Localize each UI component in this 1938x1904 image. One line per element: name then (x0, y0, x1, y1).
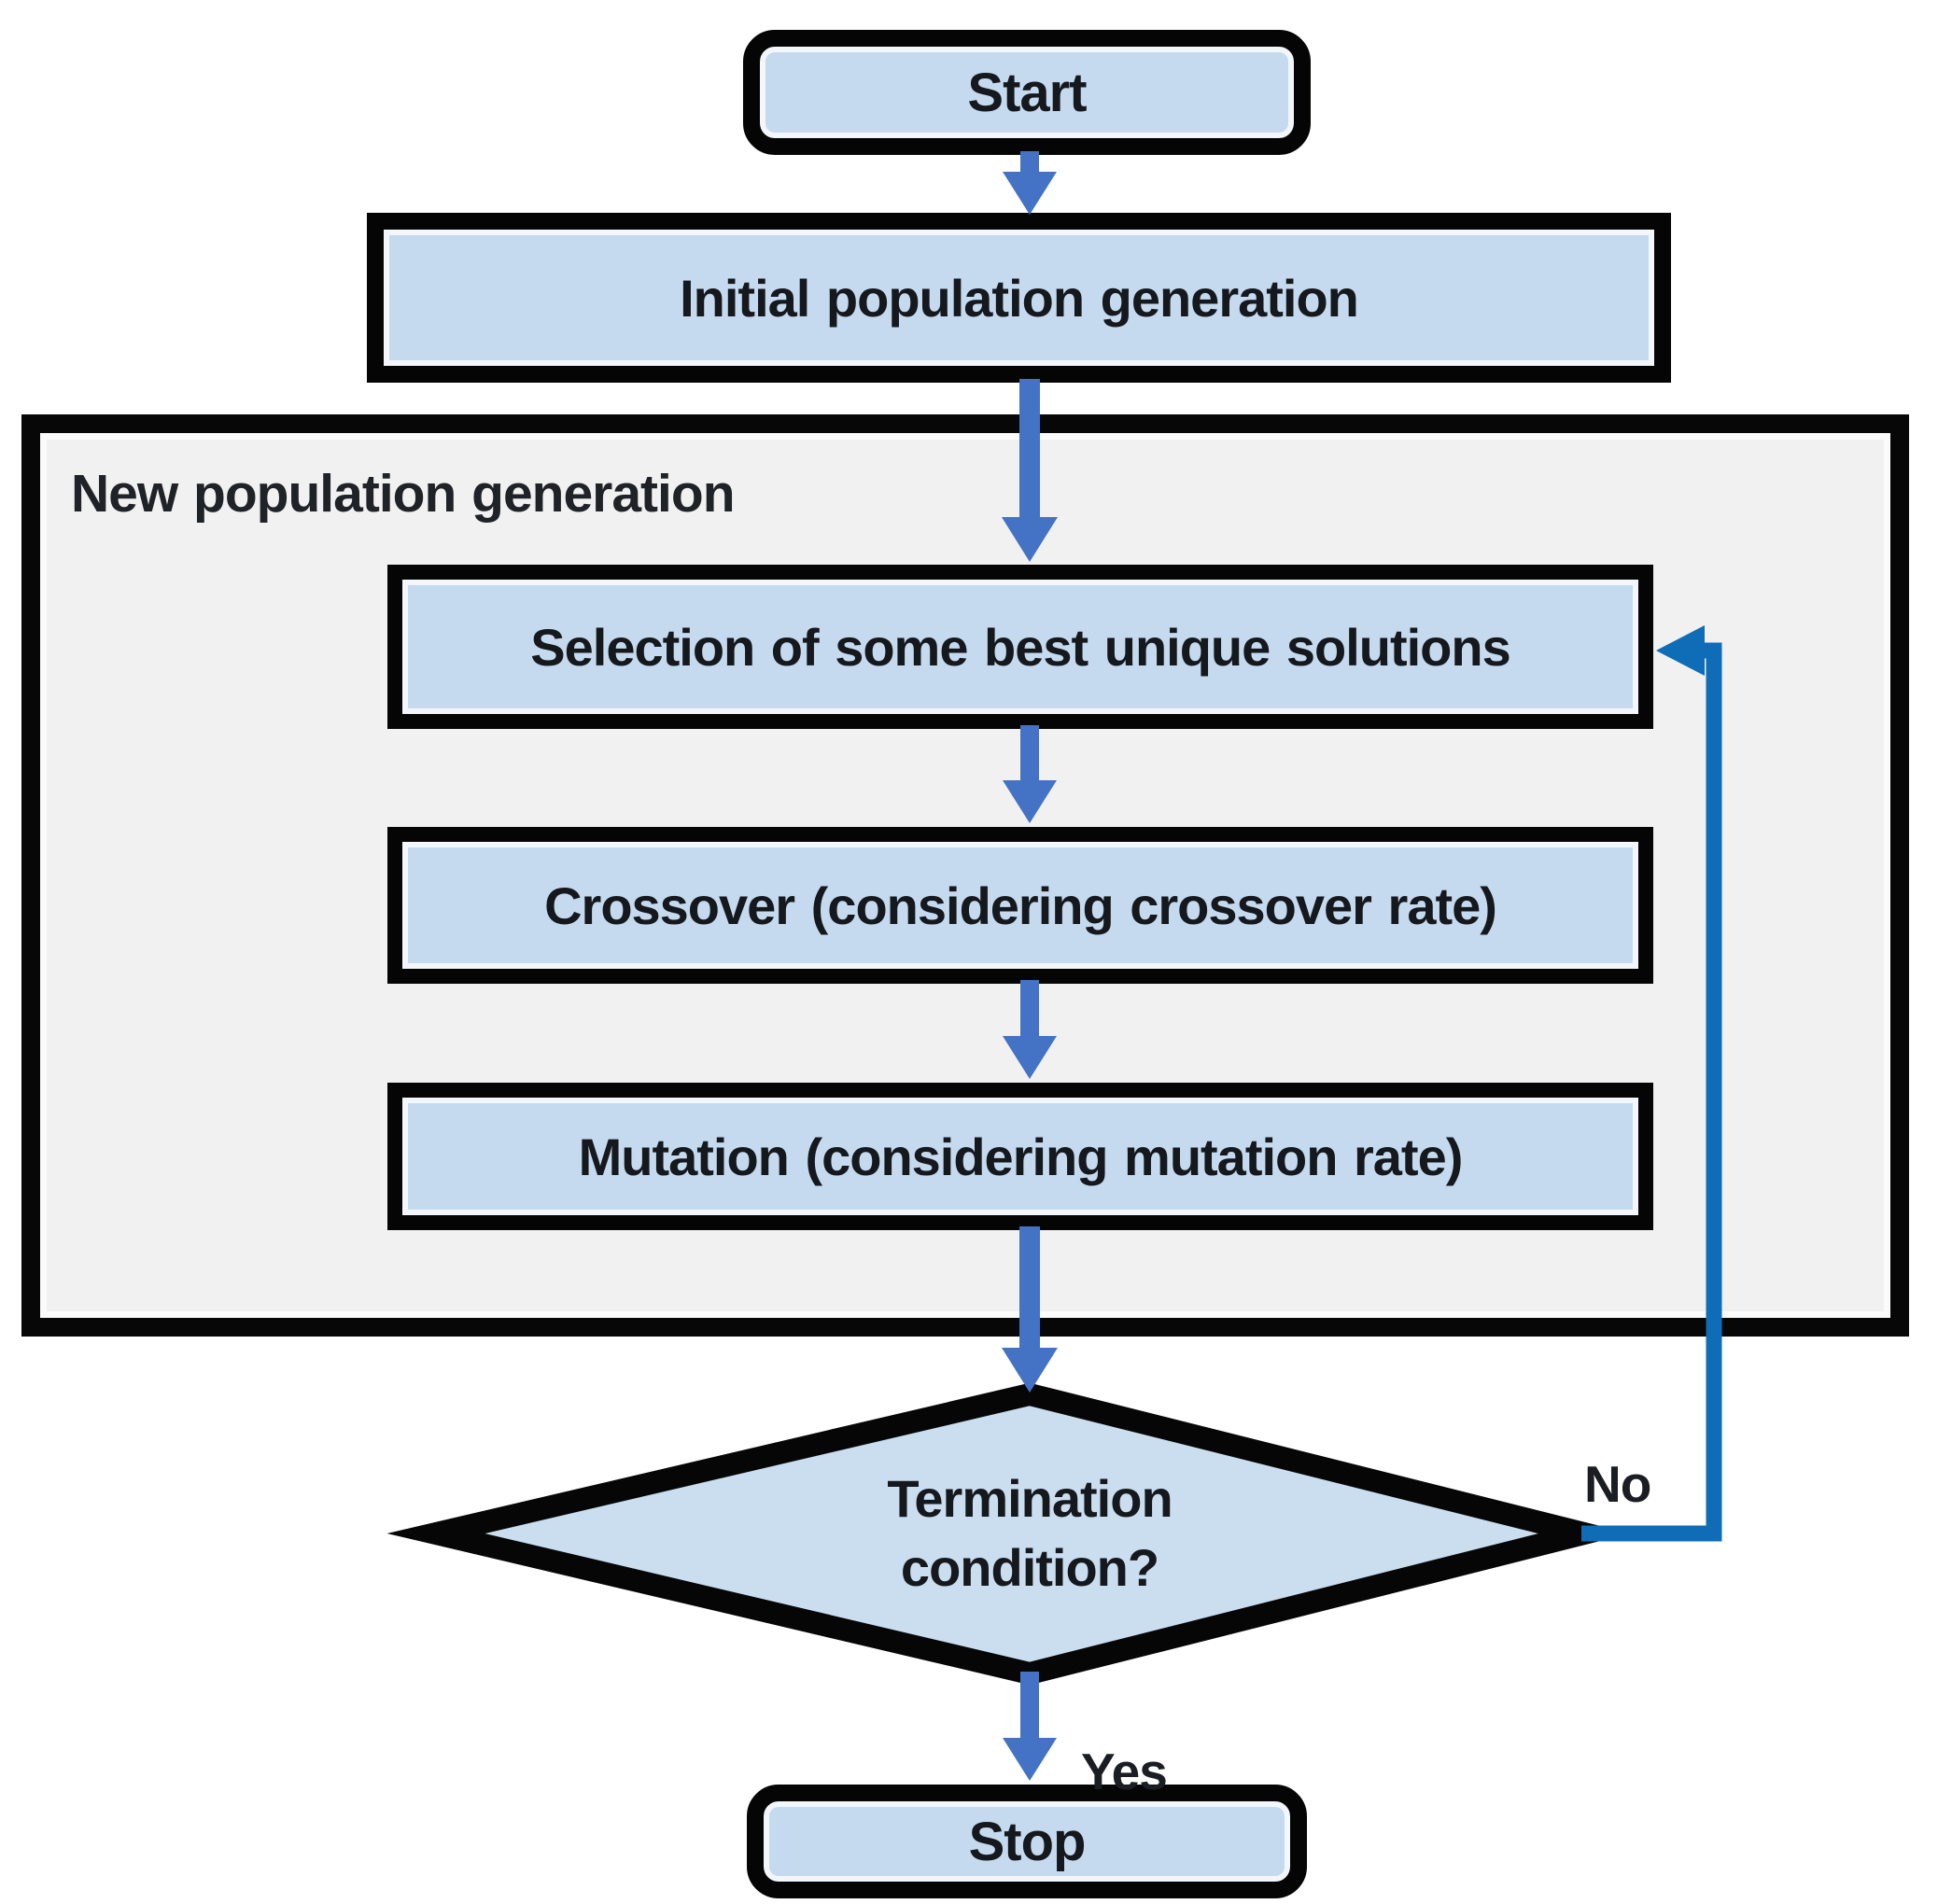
edge-label-yes: Yes (1081, 1743, 1168, 1800)
edge-label-no: No (1584, 1455, 1651, 1513)
selection-node-label: Selection of some best unique solutions (530, 617, 1510, 677)
start-node-label: Start (967, 62, 1087, 123)
stop-node: Stop (747, 1785, 1307, 1898)
mutation-node: Mutation (considering mutation rate) (387, 1083, 1653, 1230)
new-population-group-label: New population generation (71, 464, 736, 524)
arrow-start-to-initial (1003, 151, 1057, 215)
initial-population-node-label: Initial population generation (680, 268, 1359, 328)
start-node: Start (743, 30, 1311, 155)
mutation-node-label: Mutation (considering mutation rate) (578, 1127, 1464, 1186)
arrow-termination-to-stop (1003, 1672, 1057, 1781)
crossover-node-label: Crossover (considering crossover rate) (544, 875, 1497, 935)
crossover-node: Crossover (considering crossover rate) (387, 827, 1653, 984)
selection-node: Selection of some best unique solutions (387, 565, 1653, 729)
stop-node-label: Stop (968, 1811, 1087, 1872)
initial-population-node: Initial population generation (367, 213, 1671, 383)
termination-node-label: Termination condition? (887, 1469, 1173, 1597)
